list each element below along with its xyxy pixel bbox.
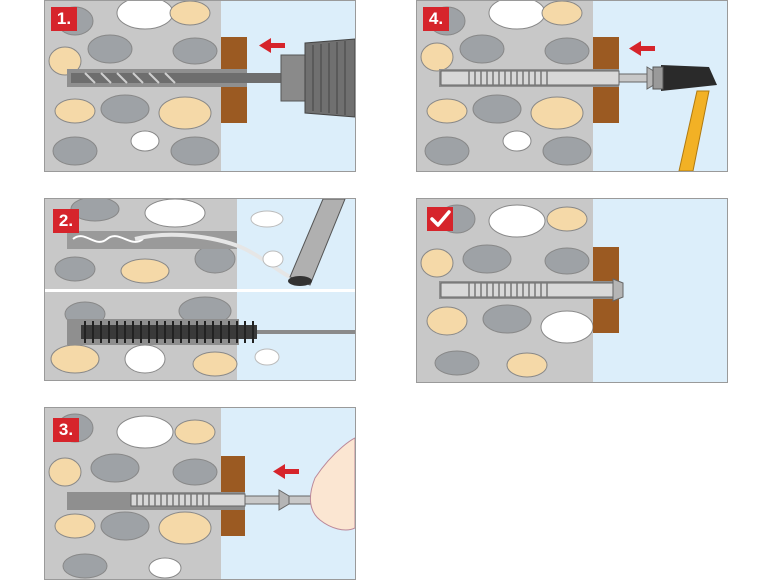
step-1-drill-panel: 1. bbox=[44, 0, 356, 172]
hole-cleaning-illustration bbox=[45, 199, 355, 380]
drill-chuck bbox=[280, 38, 355, 118]
finished-panel bbox=[416, 198, 728, 383]
stones bbox=[50, 199, 238, 377]
push-arrow bbox=[259, 38, 285, 53]
step-2-badge: 2. bbox=[53, 209, 79, 233]
push-arrow bbox=[629, 41, 655, 56]
hammer bbox=[652, 65, 717, 171]
dust-puff bbox=[250, 210, 284, 268]
push-arrow bbox=[273, 464, 299, 479]
step-4-hammer-panel: 4. bbox=[416, 0, 728, 172]
step-3-insert-panel: 3. bbox=[44, 407, 356, 580]
wall-drilling-illustration bbox=[45, 1, 355, 171]
step-2-clean-panel: 2. bbox=[44, 198, 356, 381]
step-4-badge: 4. bbox=[423, 7, 449, 31]
hand bbox=[309, 437, 355, 531]
cleaning-brush bbox=[81, 321, 355, 343]
stones bbox=[48, 413, 218, 579]
checkmark-icon bbox=[427, 207, 453, 231]
anchor-insertion-illustration bbox=[45, 408, 355, 579]
anchor-installed bbox=[440, 278, 624, 302]
anchor-hammering-illustration bbox=[417, 1, 727, 171]
step-1-badge: 1. bbox=[51, 7, 77, 31]
drill-bit bbox=[71, 72, 281, 84]
stones bbox=[420, 204, 594, 378]
stones bbox=[48, 1, 220, 166]
installed-anchor-illustration bbox=[417, 199, 727, 382]
checkmark-glyph bbox=[430, 210, 451, 227]
step-3-badge: 3. bbox=[53, 418, 79, 442]
blower-pump bbox=[288, 199, 346, 286]
